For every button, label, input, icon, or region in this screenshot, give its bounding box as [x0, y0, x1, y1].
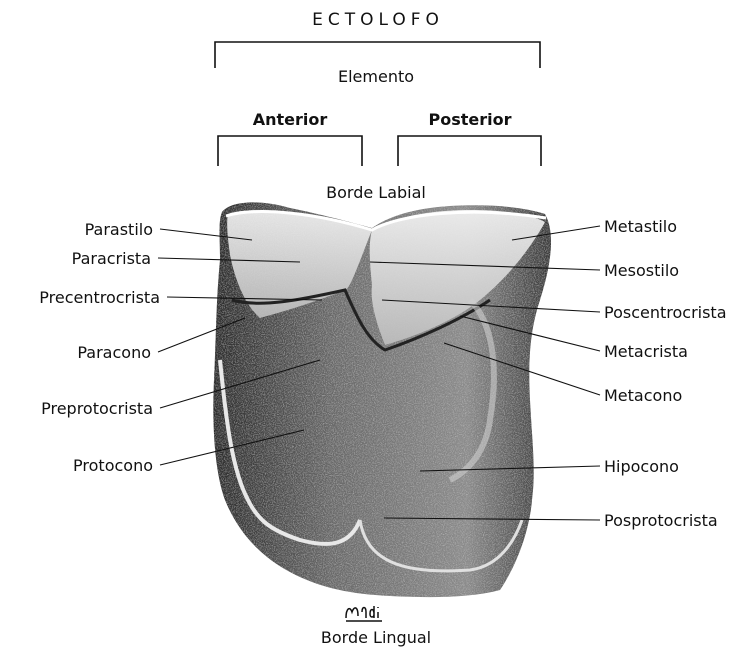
- label-paracono: Paracono: [77, 343, 151, 362]
- label-parastilo: Parastilo: [85, 220, 153, 239]
- label-hipocono: Hipocono: [604, 457, 679, 476]
- label-metacrista: Metacrista: [604, 342, 688, 361]
- label-protocono: Protocono: [73, 456, 153, 475]
- label-precentrocrista: Precentrocrista: [39, 288, 160, 307]
- ectolofo-title: ECTOLOFO: [312, 10, 444, 30]
- borde-labial-label: Borde Labial: [326, 183, 426, 202]
- label-metacono: Metacono: [604, 386, 682, 405]
- elemento-label: Elemento: [338, 67, 414, 86]
- label-preprotocrista: Preprotocrista: [41, 399, 153, 418]
- ectolofo-bracket: [215, 42, 540, 68]
- label-mesostilo: Mesostilo: [604, 261, 679, 280]
- label-posprotocrista: Posprotocrista: [604, 511, 718, 530]
- posterior-bracket: [398, 136, 541, 166]
- borde-lingual-label: Borde Lingual: [321, 628, 431, 647]
- posterior-label: Posterior: [429, 110, 512, 129]
- artist-signature: [346, 606, 382, 621]
- label-poscentrocrista: Poscentrocrista: [604, 303, 727, 322]
- label-metastilo: Metastilo: [604, 217, 677, 236]
- molar-tooth: [213, 202, 551, 597]
- anterior-label: Anterior: [253, 110, 328, 129]
- label-paracrista: Paracrista: [72, 249, 151, 268]
- anterior-bracket: [218, 136, 362, 166]
